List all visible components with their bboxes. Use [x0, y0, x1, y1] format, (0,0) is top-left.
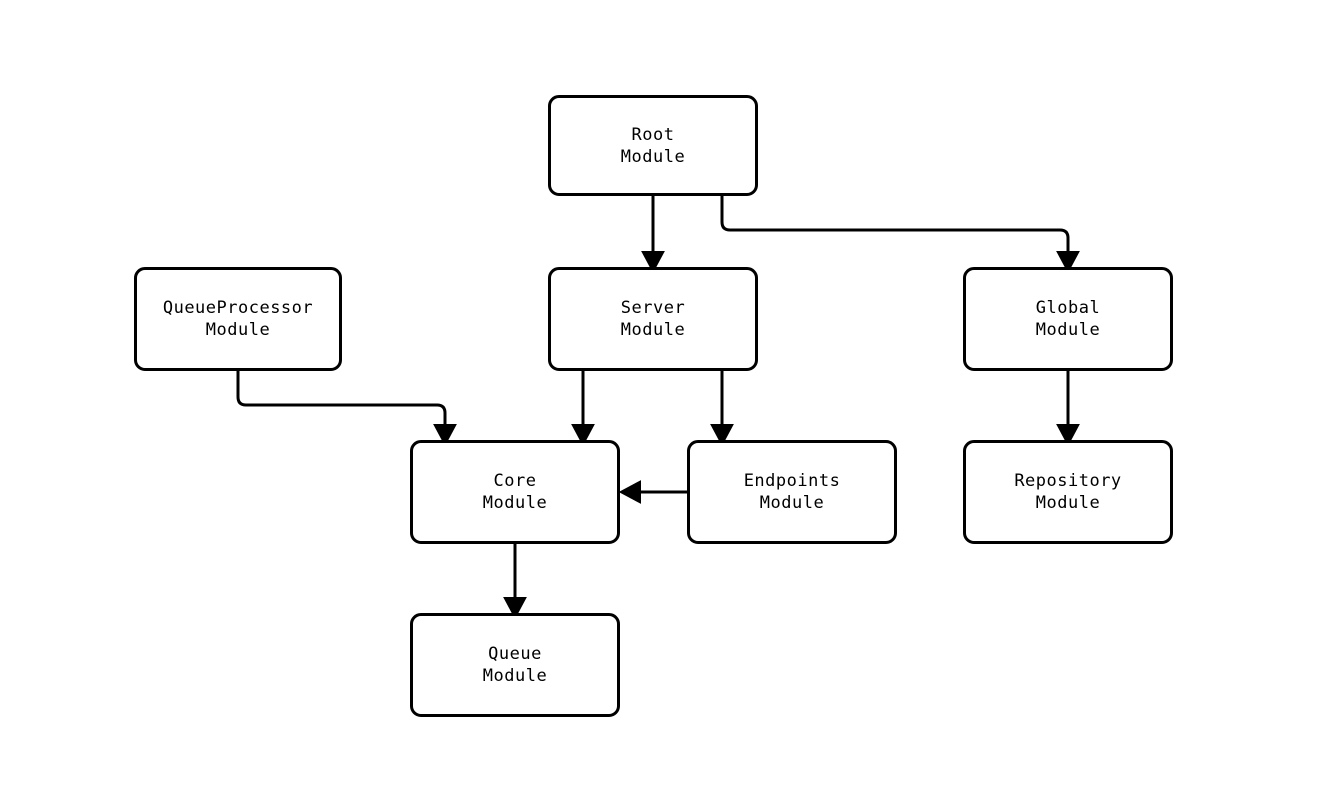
node-label-line1: Root: [631, 124, 675, 145]
node-label-line1: Global: [1035, 298, 1101, 318]
node-endpoints-module[interactable]: Endpoints Module: [687, 440, 897, 544]
node-label-line1: Repository: [1014, 471, 1122, 491]
node-server-module[interactable]: Server Module: [548, 267, 758, 371]
node-label-line1: Core: [493, 471, 537, 491]
node-label-line2: Module: [482, 493, 548, 513]
node-global-module[interactable]: Global Module: [963, 267, 1173, 371]
node-core-module[interactable]: Core Module: [410, 440, 620, 544]
node-label-line2: Module: [759, 493, 825, 513]
node-label-line1: Endpoints: [743, 471, 841, 491]
node-queue-module[interactable]: Queue Module: [410, 613, 620, 717]
node-label-line2: Module: [620, 320, 686, 340]
node-repository-module[interactable]: Repository Module: [963, 440, 1173, 544]
node-label-line2: Module: [205, 320, 271, 340]
node-label-line1: Server: [620, 298, 686, 318]
node-queueprocessor-module[interactable]: QueueProcessor Module: [134, 267, 342, 371]
node-label-line2: Module: [620, 146, 686, 167]
node-label-line2: Module: [482, 666, 548, 686]
node-label-line2: Module: [1035, 320, 1101, 340]
node-root-module[interactable]: Root Module: [548, 95, 758, 196]
edge-root-to-global: [720, 196, 1080, 274]
node-label-line1: Queue: [488, 644, 542, 664]
edge-queueprocessor-to-core: [236, 371, 457, 447]
node-label-line2: Module: [1035, 493, 1101, 513]
node-label-line1: QueueProcessor: [162, 298, 314, 318]
